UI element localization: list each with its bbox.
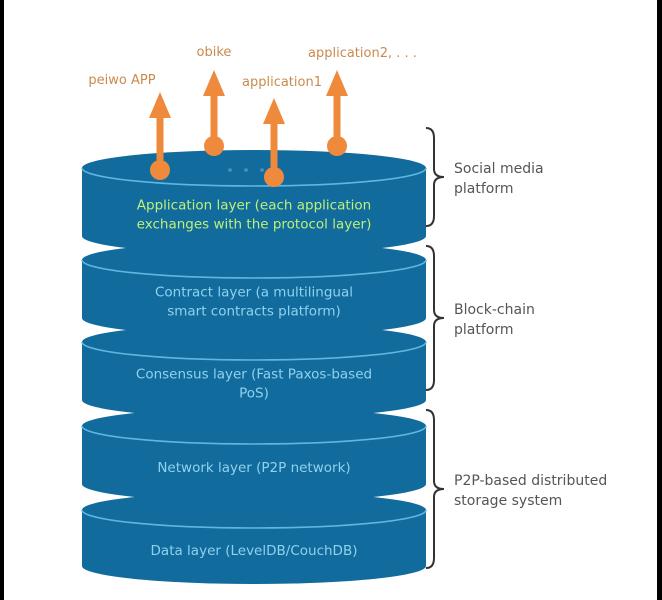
app-label: peiwo APP [88, 73, 155, 88]
ellipsis-dot [244, 168, 248, 172]
layer-label: exchanges with the protocol layer) [137, 217, 372, 233]
app-label: obike [197, 45, 232, 60]
arrow-head-icon [149, 92, 171, 118]
arrow-head-icon [326, 70, 348, 96]
app-arrow-2: obike [197, 45, 232, 156]
arrow-head-icon [203, 70, 225, 96]
cylinder-top [82, 150, 426, 186]
cylinder-body [82, 168, 426, 254]
brace-icon [425, 245, 445, 391]
arrow-anchor-dot [327, 136, 347, 156]
social-media-platform: Social media platform [425, 127, 544, 227]
group-braces: Social mediaplatformBlock-chainplatformP… [425, 127, 607, 569]
data-layer: Data layer (LevelDB/CouchDB) [81, 492, 427, 584]
cylinder-rim [81, 259, 427, 279]
cylinder-body [82, 342, 426, 418]
group-label: platform [454, 322, 514, 338]
ellipsis-dot [228, 168, 232, 172]
app-label: application2, . . . [308, 46, 417, 61]
arrow-shaft [333, 90, 341, 146]
app-arrow-1: peiwo APP [88, 73, 171, 180]
arrow-anchor-dot [204, 136, 224, 156]
cylinder-top [82, 492, 426, 528]
application-layer: Application layer (each application excha… [81, 150, 427, 254]
layer-label: Data layer (LevelDB/CouchDB) [151, 543, 358, 559]
group-label: Block-chain [454, 302, 535, 318]
cylinder-rim [81, 341, 427, 361]
p2p-storage-system: P2P-based distributed storage system [425, 409, 607, 569]
architecture-diagram: Data layer (LevelDB/CouchDB) Network laye… [4, 0, 657, 600]
layer-stack: Data layer (LevelDB/CouchDB) Network laye… [81, 150, 427, 584]
layer-label: smart contracts platform) [167, 304, 341, 320]
layer-label: Consensus layer (Fast Paxos-based [136, 367, 372, 383]
arrow-shaft [210, 90, 218, 146]
network-layer: Network layer (P2P network) [81, 408, 427, 502]
arrow-shaft [156, 112, 164, 170]
block-chain-platform: Block-chain platform [425, 245, 535, 391]
group-label: Social media [454, 161, 544, 177]
layer-stack-diagram: Data layer (LevelDB/CouchDB) Network laye… [81, 45, 607, 584]
cylinder-top [82, 408, 426, 444]
group-label: storage system [454, 493, 562, 509]
cylinder-rim [81, 509, 427, 529]
arrow-shaft [270, 118, 278, 177]
app-arrow-3: application1 [242, 75, 322, 187]
group-label: P2P-based distributed [454, 473, 607, 489]
contract-layer: Contract layer (a multilingual smart cont… [81, 242, 427, 336]
arrow-head-icon [263, 98, 285, 124]
layer-label: PoS) [239, 386, 269, 402]
brace-icon [425, 409, 445, 569]
ellipsis-dot [260, 168, 264, 172]
group-label: platform [454, 181, 514, 197]
application-arrows: peiwo APP obike application1 application2, … [88, 45, 417, 187]
cylinder-body [82, 426, 426, 502]
cylinder-rim [81, 167, 427, 187]
layer-label: Network layer (P2P network) [157, 460, 350, 476]
app-label: application1 [242, 75, 322, 90]
cylinder-body [82, 260, 426, 336]
cylinder-body [82, 510, 426, 584]
app-arrow-4: application2, . . . [308, 46, 417, 156]
arrow-anchor-dot [264, 167, 284, 187]
arrow-anchor-dot [150, 160, 170, 180]
layer-label: Application layer (each application [137, 198, 371, 214]
layer-label: Contract layer (a multilingual [155, 285, 353, 301]
brace-icon [425, 127, 445, 227]
more-apps-ellipsis [228, 168, 264, 172]
cylinder-rim [81, 425, 427, 445]
